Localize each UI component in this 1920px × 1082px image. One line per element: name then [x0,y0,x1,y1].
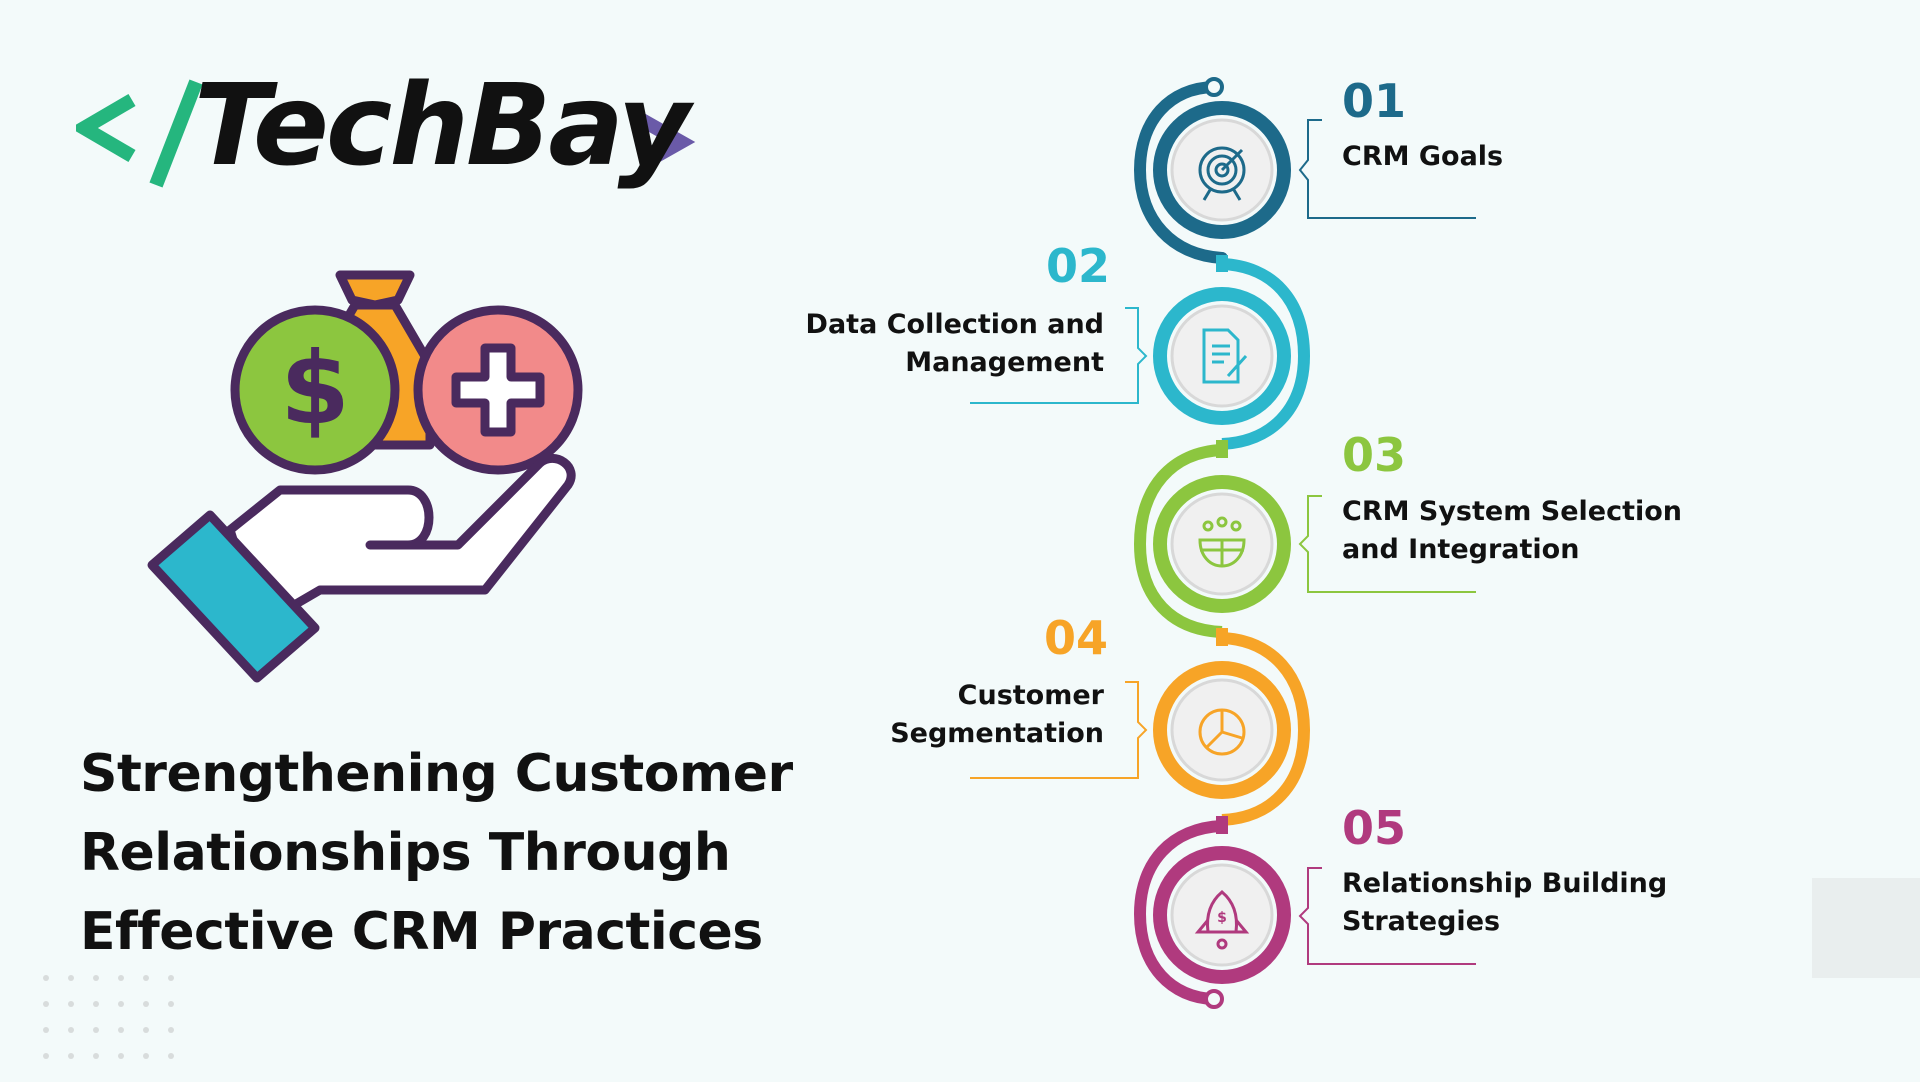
money-hand-icon: $ [147,270,583,683]
step-4-label-line-2: Segmentation [890,718,1104,749]
step-3-label-line-1: CRM System Selection [1342,496,1683,527]
techbay-logo: TechBay [76,70,716,230]
title-line-1: Strengthening Customer [80,744,793,804]
code-bracket-icon [76,79,696,188]
team-globe-icon [1198,516,1246,568]
bracket-5 [1298,867,1476,965]
svg-text:$: $ [1217,910,1227,926]
step-5-node: $ [1133,816,1291,1009]
bracket-1 [1298,119,1476,219]
page-title: Strengthening Customer Relationships Thr… [80,735,820,972]
step-5-number: 05 [1342,801,1407,855]
dot-grid-decoration [43,975,174,1059]
step-1-label-line-1: CRM Goals [1342,141,1504,172]
step-1-label: CRM Goals [1342,138,1762,176]
bracket-4 [970,681,1148,779]
step-5-label-line-2: Strategies [1342,906,1501,937]
title-line-2: Relationships Through [80,823,731,883]
rocket-icon: $ [1194,890,1250,950]
step-4-label: Customer Segmentation [760,677,1104,753]
step-2-number: 02 [1046,239,1111,293]
step-4-node [1153,628,1311,826]
step-2-label-line-2: Management [905,347,1104,378]
pie-chart-icon [1198,708,1246,756]
step-2-node [1153,255,1311,450]
title-line-3: Effective CRM Practices [80,902,763,962]
step-2-label: Data Collection and Management [700,306,1104,382]
step-1-number: 01 [1342,74,1407,128]
step-5-label: Relationship Building Strategies [1342,865,1802,941]
bracket-3 [1298,495,1476,593]
step-3-node [1133,440,1291,638]
step-3-label-line-2: and Integration [1342,534,1580,565]
step-4-label-line-1: Customer [957,680,1104,711]
step-1-node [1133,77,1291,264]
document-icon [1202,328,1248,384]
svg-text:$: $ [280,330,350,447]
bracket-2 [970,307,1148,404]
brand-name: TechBay [194,61,691,191]
step-3-number: 03 [1342,428,1407,482]
target-icon [1198,146,1246,201]
step-3-label: CRM System Selection and Integration [1342,493,1802,569]
step-5-label-line-1: Relationship Building [1342,868,1668,899]
step-2-label-line-1: Data Collection and [805,309,1104,340]
step-4-number: 04 [1044,611,1109,665]
corner-panel [1812,878,1920,978]
